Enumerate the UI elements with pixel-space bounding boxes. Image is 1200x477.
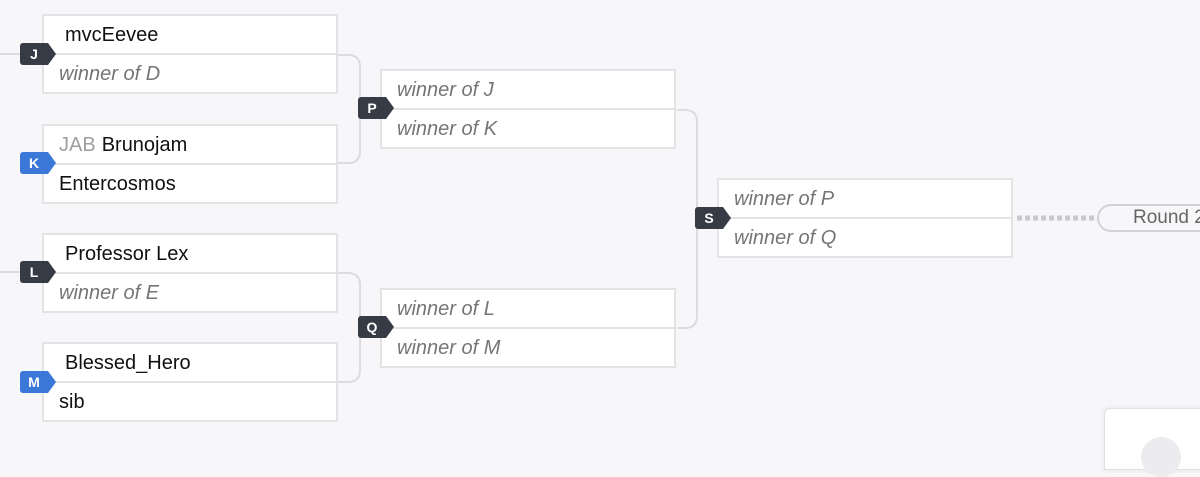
set-badge-q[interactable]: Q: [358, 316, 394, 338]
set-m-top-name: Blessed_Hero: [65, 352, 191, 374]
set-l-top-name: Professor Lex: [65, 243, 189, 265]
set-badge-m[interactable]: M: [20, 371, 56, 393]
set-badge-q-label: Q: [366, 319, 378, 335]
set-l-top-slot[interactable]: Professor Lex: [44, 235, 336, 274]
set-m-bottom-name: sib: [59, 391, 85, 413]
set-k-top-name: Brunojam: [101, 134, 188, 156]
set-q-bottom-name: winner of M: [397, 337, 501, 359]
round-label-pill[interactable]: Round 2: [1097, 204, 1200, 232]
bracket-set-q[interactable]: winner of L winner of M: [380, 288, 676, 368]
bracket-set-s[interactable]: winner of P winner of Q: [717, 178, 1013, 258]
set-badge-k[interactable]: K: [20, 152, 56, 174]
bracket-set-l[interactable]: Professor Lex winner of E: [42, 233, 338, 313]
set-badge-j-label: J: [30, 46, 38, 62]
set-j-bottom-name: winner of D: [59, 63, 161, 85]
set-s-top-slot[interactable]: winner of P: [719, 180, 1011, 219]
set-p-top-slot[interactable]: winner of J: [382, 71, 674, 110]
bracket-set-m[interactable]: Blessed_Hero sib: [42, 342, 338, 422]
set-l-bottom-slot[interactable]: winner of E: [44, 274, 336, 312]
set-m-top-slot[interactable]: Blessed_Hero: [44, 344, 336, 383]
set-badge-k-label: K: [28, 155, 40, 171]
set-badge-j[interactable]: J: [20, 43, 56, 65]
set-p-bottom-name: winner of K: [397, 118, 498, 140]
set-s-bottom-name: winner of Q: [734, 227, 837, 249]
set-m-bottom-slot[interactable]: sib: [44, 383, 336, 421]
set-j-top-slot[interactable]: mvcEevee: [44, 16, 336, 55]
floating-panel[interactable]: [1104, 408, 1200, 477]
floating-panel-button[interactable]: [1141, 437, 1181, 477]
set-q-bottom-slot[interactable]: winner of M: [382, 329, 674, 367]
bracket-set-p[interactable]: winner of J winner of K: [380, 69, 676, 149]
set-k-bottom-slot[interactable]: Entercosmos: [44, 165, 336, 203]
set-badge-s[interactable]: S: [695, 207, 731, 229]
set-l-bottom-name: winner of E: [59, 282, 160, 304]
set-p-top-name: winner of J: [397, 79, 494, 101]
set-badge-p[interactable]: P: [358, 97, 394, 119]
set-s-top-name: winner of P: [734, 188, 835, 210]
set-q-top-name: winner of L: [397, 298, 495, 320]
set-q-top-slot[interactable]: winner of L: [382, 290, 674, 329]
set-k-top-prefix: JAB: [59, 134, 96, 156]
set-badge-l-label: L: [29, 264, 39, 280]
set-j-top-name: mvcEevee: [65, 24, 159, 46]
set-s-bottom-slot[interactable]: winner of Q: [719, 219, 1011, 257]
set-badge-l[interactable]: L: [20, 261, 56, 283]
bracket-set-j[interactable]: mvcEevee winner of D: [42, 14, 338, 94]
set-badge-p-label: P: [367, 100, 377, 116]
set-badge-s-label: S: [704, 210, 714, 226]
set-k-bottom-name: Entercosmos: [59, 173, 176, 195]
set-p-bottom-slot[interactable]: winner of K: [382, 110, 674, 148]
set-j-bottom-slot[interactable]: winner of D: [44, 55, 336, 93]
round-label: Round 2: [1133, 207, 1200, 228]
set-badge-m-label: M: [28, 374, 40, 390]
